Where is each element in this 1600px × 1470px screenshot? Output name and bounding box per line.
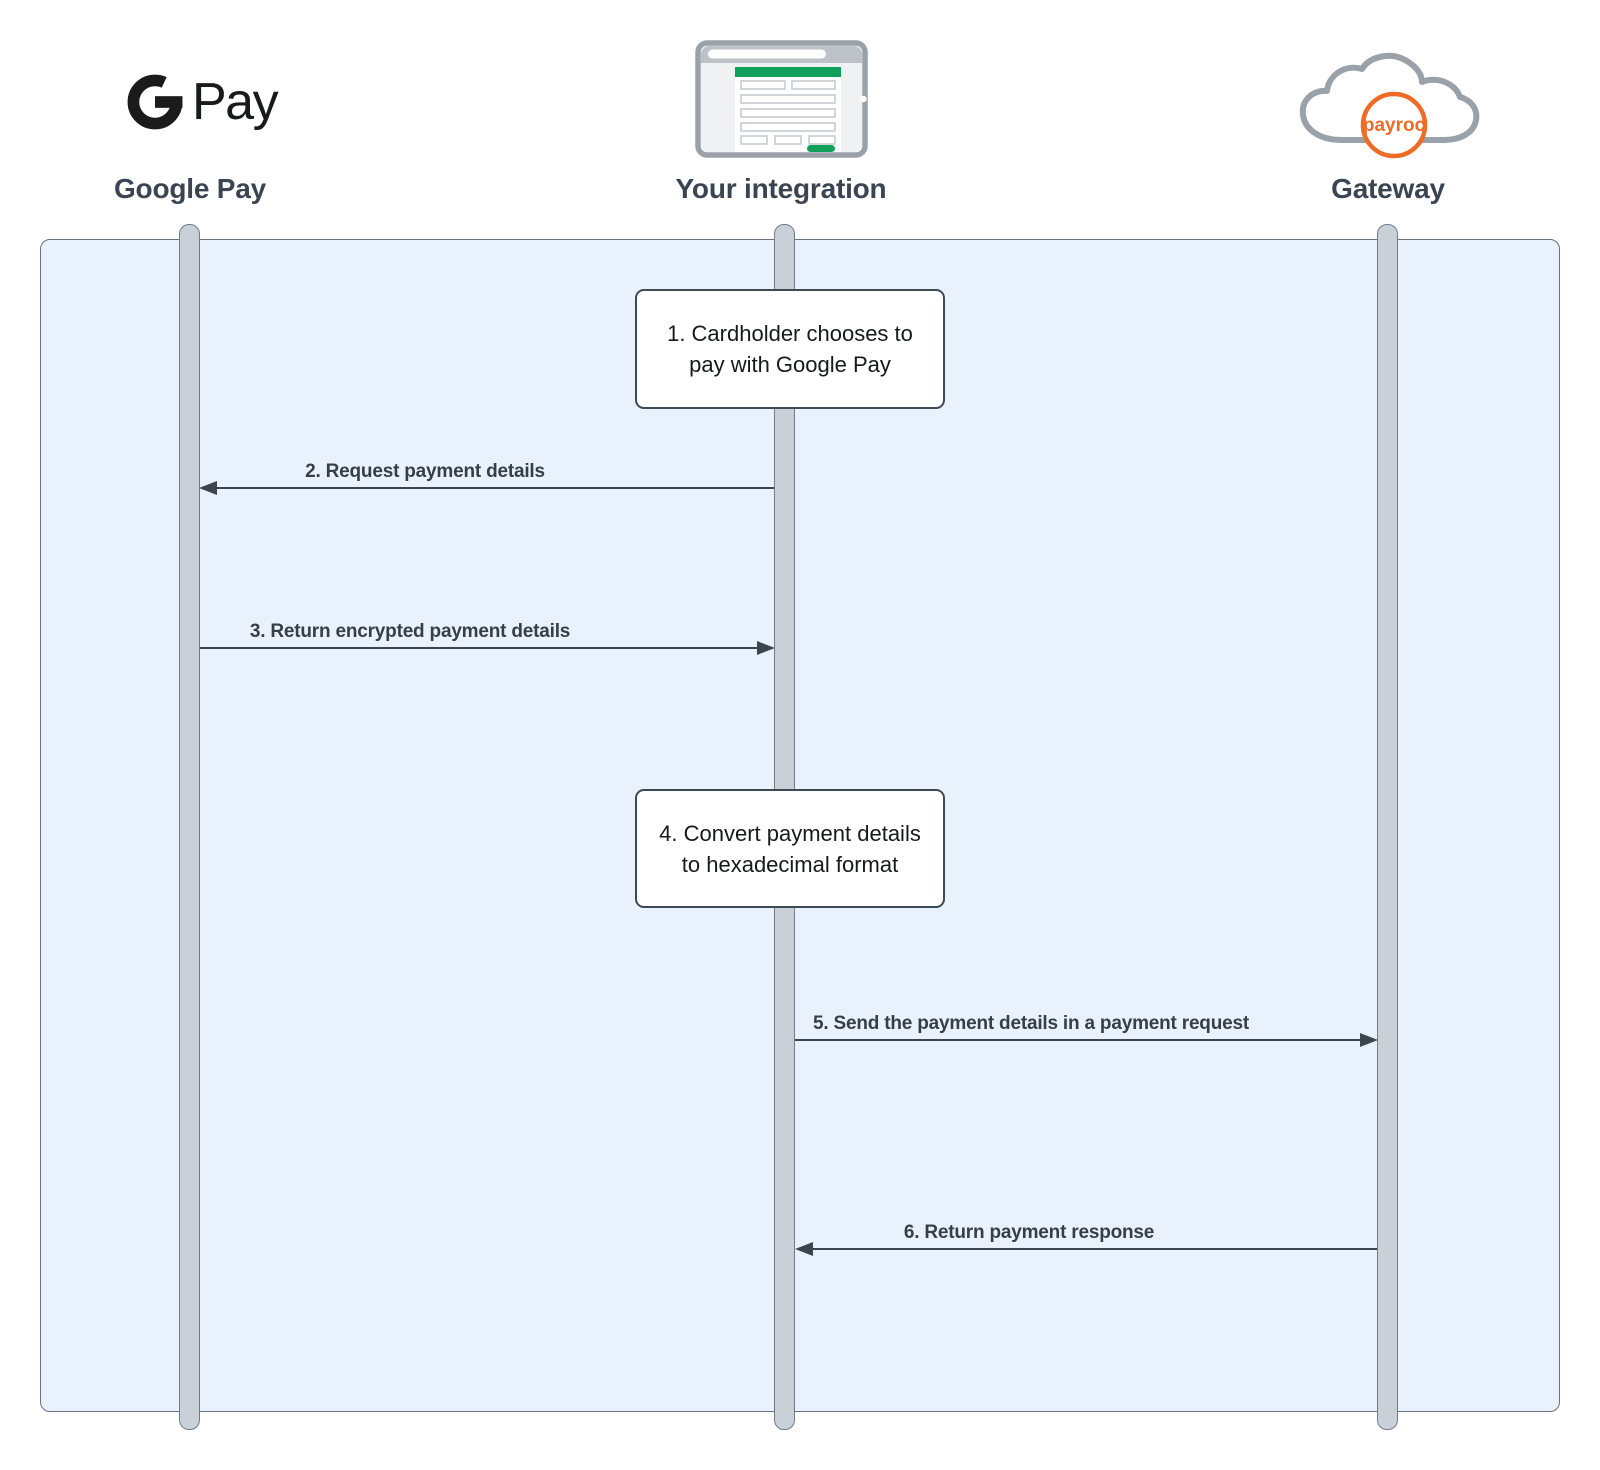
note-text-line1: 4. Convert payment details <box>659 820 921 846</box>
payroc-cloud-icon: payroc <box>1299 52 1480 159</box>
note-text-line1: 1. Cardholder chooses to <box>667 321 913 346</box>
message-line <box>215 487 774 489</box>
message-line <box>811 1248 1377 1250</box>
arrowhead-left <box>199 481 217 495</box>
actor-label-gateway: Gateway <box>1331 173 1445 204</box>
message-line <box>795 1039 1362 1041</box>
lifeline-gateway <box>1377 224 1398 1430</box>
message-line <box>200 647 759 649</box>
payroc-logo-text: payroc <box>1363 115 1426 136</box>
gpay-wordmark: Pay <box>192 73 279 131</box>
arrowhead-right <box>757 641 775 655</box>
note-text-line2: pay with Google Pay <box>689 352 891 377</box>
note-text-line2: to hexadecimal format <box>681 851 899 877</box>
message-label: 3. Return encrypted payment details <box>249 621 571 642</box>
note-step-4: 4. Convert payment details to hexadecima… <box>635 789 945 908</box>
message-label: 6. Return payment response <box>903 1222 1155 1243</box>
gpay-logo: Pay <box>127 72 279 132</box>
actor-label-your-integration: Your integration <box>675 173 887 204</box>
arrowhead-right <box>1360 1033 1378 1047</box>
gpay-g-icon <box>127 74 183 130</box>
actor-label-google-pay: Google Pay <box>113 173 267 204</box>
arrowhead-left <box>795 1242 813 1256</box>
note-step-1: 1. Cardholder chooses to pay with Google… <box>635 289 945 409</box>
lifeline-google-pay <box>179 224 200 1430</box>
message-label: 5. Send the payment details in a payment… <box>813 1013 1249 1034</box>
browser-window-icon <box>695 40 868 158</box>
message-label: 2. Request payment details <box>305 461 545 482</box>
